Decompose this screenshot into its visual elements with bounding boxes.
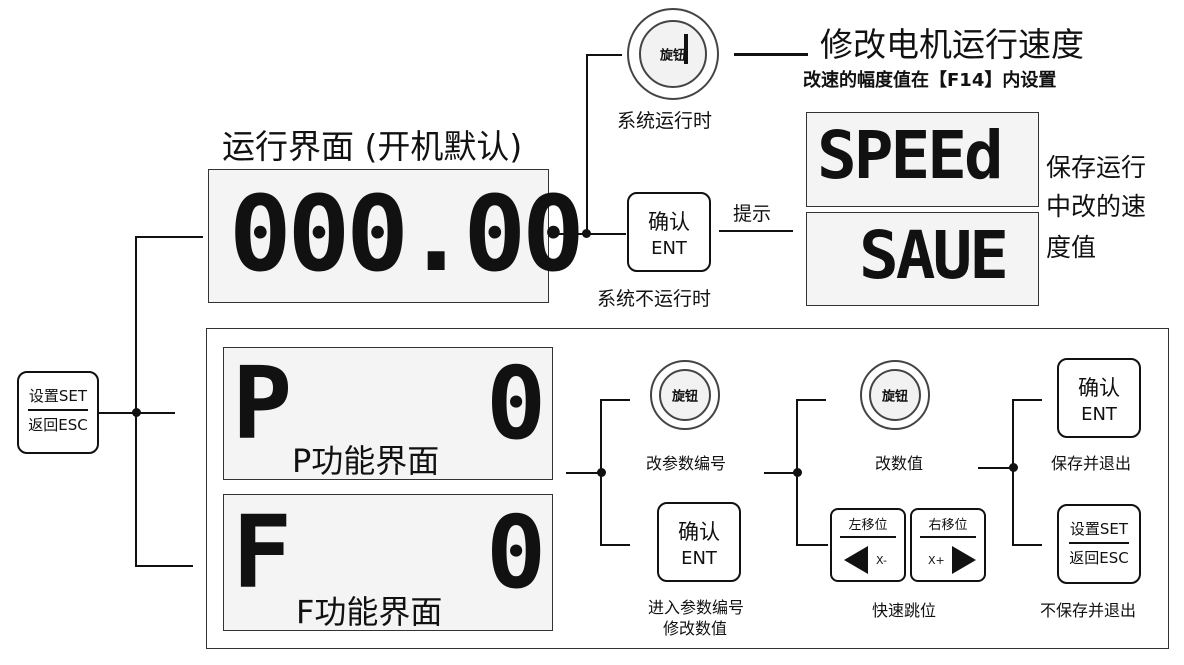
f-function-display: F 0 F功能界面 — [223, 494, 553, 631]
save-display-value: SAUE — [859, 217, 1009, 294]
ent-button-sublabel: ENT — [651, 238, 687, 259]
connector — [586, 54, 622, 56]
ent-button-param[interactable]: 确认 ENT — [657, 502, 741, 582]
knob3-caption: 改数值 — [875, 454, 924, 473]
right-shift-label: 右移位 — [928, 518, 968, 533]
connector — [796, 544, 828, 546]
f-letter: F — [232, 494, 293, 611]
left-shift-button[interactable]: 左移位 X- — [830, 508, 906, 582]
p-value: 0 — [486, 345, 547, 462]
knob-inner — [869, 369, 921, 421]
ent-button-label: 确认 — [1078, 376, 1120, 400]
set-esc-button[interactable]: 设置SET 返回ESC — [17, 371, 99, 454]
xminus-label: X- — [876, 554, 887, 567]
value-knob[interactable]: 旋钮 — [860, 360, 930, 430]
save-note-line2: 中改的速 — [1046, 192, 1147, 221]
connector — [600, 399, 602, 545]
connector — [586, 54, 588, 234]
esc-label: 返回ESC — [1069, 548, 1129, 567]
nosave-exit-button[interactable]: 设置SET 返回ESC — [1057, 504, 1141, 584]
connector — [796, 399, 826, 401]
connector — [1012, 399, 1014, 545]
connector — [796, 399, 798, 545]
knob-label: 旋钮 — [881, 389, 908, 405]
divider — [920, 536, 976, 538]
ent-button-sublabel: ENT — [1081, 404, 1117, 425]
knob1-caption: 系统运行时 — [617, 110, 713, 132]
speed-display-value: SPEEd — [817, 117, 1004, 194]
run-interface-title: 运行界面 (开机默认) — [222, 127, 523, 166]
motor-speed-subtitle: 改速的幅度值在【F14】内设置 — [803, 70, 1057, 91]
nosave-exit-caption: 不保存并退出 — [1040, 601, 1137, 620]
connector — [764, 472, 800, 474]
left-shift-label: 左移位 — [848, 518, 888, 533]
hint-label: 提示 — [733, 203, 772, 225]
save-note-line1: 保存运行 — [1046, 153, 1147, 182]
connector — [566, 472, 602, 474]
save-display: SAUE — [806, 212, 1039, 306]
divider — [28, 409, 88, 411]
save-exit-caption: 保存并退出 — [1051, 454, 1132, 473]
esc-label: 返回ESC — [28, 415, 88, 434]
p-letter: P — [232, 345, 293, 462]
run-display: 000.00 — [208, 169, 585, 303]
right-arrow-icon — [952, 546, 976, 574]
divider — [840, 536, 896, 538]
f-value: 0 — [486, 494, 547, 611]
p-function-caption: P功能界面 — [292, 442, 440, 480]
quick-jump-caption: 快速跳位 — [872, 601, 937, 620]
connector — [586, 233, 626, 235]
knob-label: 旋钮 — [671, 389, 698, 405]
ent-button-sublabel: ENT — [681, 548, 717, 569]
ent-button-label: 确认 — [678, 520, 720, 544]
connector — [135, 236, 137, 566]
rotate-arrow-icon — [684, 34, 688, 64]
ent-button-label: 确认 — [648, 210, 690, 234]
function-frame — [206, 328, 1169, 649]
p-function-display: P 0 P功能界面 — [223, 347, 553, 480]
connector — [978, 467, 1016, 469]
param-knob[interactable]: 旋钮 — [650, 360, 720, 430]
connector — [135, 565, 193, 567]
ent1-caption: 系统不运行时 — [597, 288, 712, 310]
connector — [1012, 399, 1042, 401]
speed-knob[interactable]: 旋钮 — [627, 8, 719, 100]
knob2-caption: 改参数编号 — [646, 454, 727, 473]
connector — [600, 399, 630, 401]
right-shift-button[interactable]: 右移位 X+ — [910, 508, 986, 582]
set-label: 设置SET — [1069, 520, 1129, 538]
xplus-label: X+ — [928, 554, 945, 567]
ent2-caption-line1: 进入参数编号 — [648, 598, 745, 617]
speed-display: SPEEd — [806, 112, 1039, 207]
left-arrow-icon — [844, 546, 868, 574]
divider — [1069, 542, 1129, 544]
ent2-caption-line2: 修改数值 — [663, 619, 728, 638]
connector — [135, 236, 203, 238]
run-display-value: 000.00 — [229, 173, 585, 295]
connector — [1012, 544, 1042, 546]
connector — [734, 53, 808, 56]
connector — [549, 233, 587, 235]
save-note-line3: 度值 — [1046, 233, 1097, 262]
motor-speed-title: 修改电机运行速度 — [820, 25, 1084, 64]
connector — [600, 544, 630, 546]
set-label: 设置SET — [28, 387, 88, 405]
knob-label: 旋钮 — [659, 48, 686, 64]
f-function-caption: F功能界面 — [296, 593, 443, 631]
knob-inner — [639, 20, 707, 88]
knob-inner — [659, 369, 711, 421]
connector — [719, 230, 793, 232]
save-exit-button[interactable]: 确认 ENT — [1057, 358, 1141, 438]
ent-button-run[interactable]: 确认 ENT — [627, 192, 711, 272]
